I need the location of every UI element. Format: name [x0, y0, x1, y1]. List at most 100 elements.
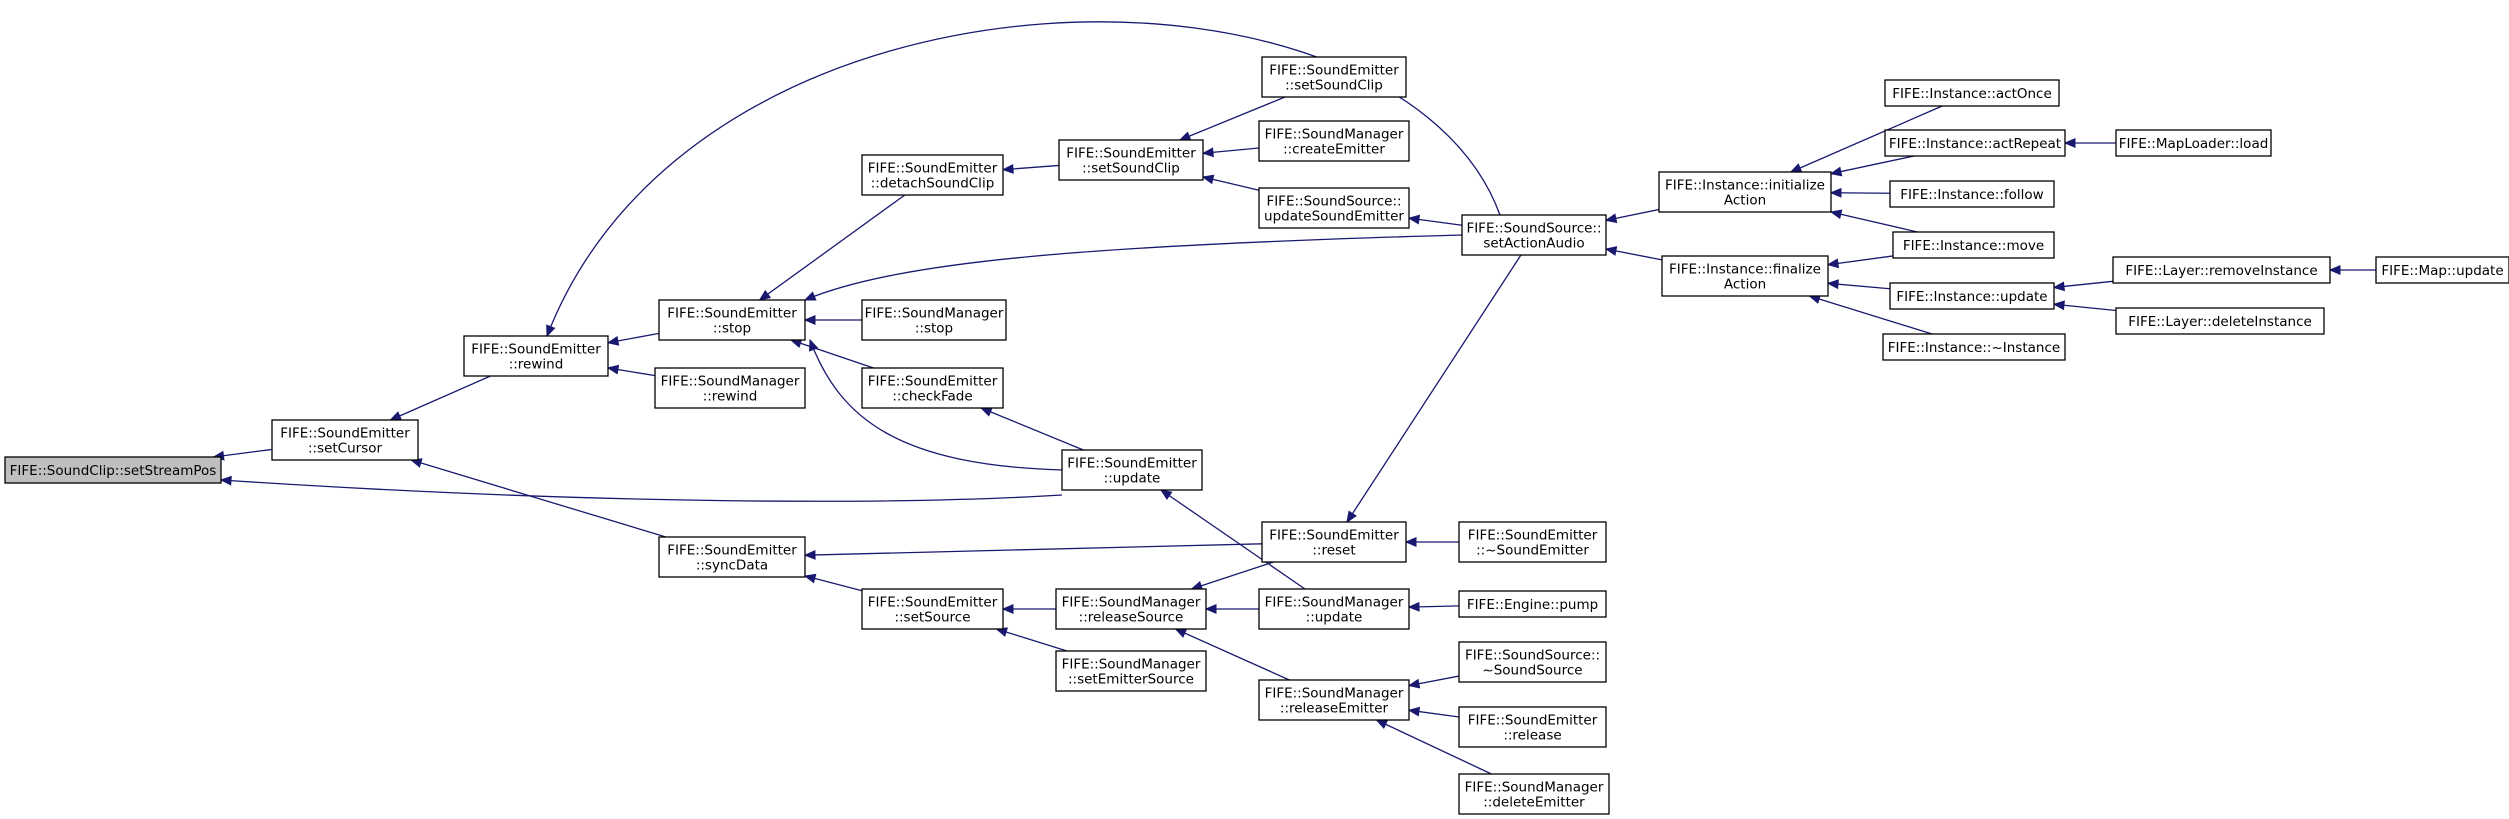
- arrowhead: [758, 289, 772, 301]
- node-box: [861, 154, 1004, 196]
- node-actRepeat[interactable]: FIFE::Instance::actRepeat: [1884, 129, 2066, 157]
- node-box: [1458, 773, 1610, 815]
- arrowhead: [1174, 628, 1188, 638]
- arrowhead: [1604, 213, 1618, 224]
- node-setEmitterSource[interactable]: FIFE::SoundManager::setEmitterSource: [1055, 650, 1207, 692]
- node-label: ~SoundSource: [1482, 663, 1582, 679]
- node-deleteInstance[interactable]: FIFE::Layer::deleteInstance: [2115, 307, 2325, 335]
- edge-seReset-to-syncData: [803, 543, 1263, 560]
- node-releaseSource[interactable]: FIFE::SoundManager::releaseSource: [1055, 588, 1207, 630]
- node-move[interactable]: FIFE::Instance::move: [1892, 231, 2055, 259]
- node-instUpdate[interactable]: FIFE::Instance::update: [1889, 282, 2055, 310]
- node-follow[interactable]: FIFE::Instance::follow: [1889, 180, 2055, 208]
- node-detachSoundClip[interactable]: FIFE::SoundEmitter::detachSoundClip: [861, 154, 1004, 196]
- arrowhead: [2052, 281, 2065, 292]
- node-deleteEmitter[interactable]: FIFE::SoundManager::deleteEmitter: [1458, 773, 1610, 815]
- node-removeInstance[interactable]: FIFE::Layer::removeInstance: [2112, 256, 2331, 284]
- node-box: [1892, 231, 2055, 259]
- edge-line: [804, 543, 1263, 556]
- edge-mapUpdate-to-removeInstance: [2328, 265, 2376, 275]
- node-syncData[interactable]: FIFE::SoundEmitter::syncData: [658, 536, 806, 578]
- edge-line: [1160, 489, 1306, 590]
- arrowhead: [1789, 163, 1803, 173]
- node-box: [654, 367, 806, 409]
- node-seReset[interactable]: FIFE::SoundEmitter::reset: [1261, 521, 1407, 563]
- node-seDestructor[interactable]: FIFE::SoundEmitter::~SoundEmitter: [1458, 521, 1607, 563]
- arrowhead: [1407, 706, 1421, 717]
- arrowhead: [803, 573, 817, 584]
- edge-stop-to-rewind: [606, 332, 660, 346]
- arrowhead: [803, 549, 816, 560]
- node-seSetSoundClip2[interactable]: FIFE::SoundEmitter::setSoundClip: [1261, 56, 1407, 98]
- node-label: FIFE::Instance::move: [1903, 238, 2044, 254]
- node-releaseEmitter[interactable]: FIFE::SoundManager::releaseEmitter: [1258, 679, 1410, 721]
- node-mapLoaderLoad[interactable]: FIFE::MapLoader::load: [2115, 129, 2272, 157]
- node-createEmitter[interactable]: FIFE::SoundManager::createEmitter: [1258, 120, 1410, 162]
- node-checkFade[interactable]: FIFE::SoundEmitter::checkFade: [861, 367, 1004, 409]
- arrowhead: [1375, 719, 1389, 729]
- arrowhead: [1178, 131, 1192, 141]
- edge-line: [1830, 211, 1918, 233]
- edge-line: [1827, 255, 1894, 266]
- node-label: ::update: [1306, 610, 1363, 626]
- node-box: [861, 367, 1004, 409]
- node-label: FIFE::SoundEmitter: [1269, 528, 1399, 544]
- node-box: [1889, 282, 2055, 310]
- edges-layer: [212, 21, 2376, 775]
- node-ssDestructor[interactable]: FIFE::SoundSource::~SoundSource: [1458, 641, 1607, 683]
- node-enginePump[interactable]: FIFE::Engine::pump: [1458, 590, 1607, 618]
- node-root[interactable]: FIFE::SoundClip::setStreamPos: [4, 456, 222, 484]
- edge-finalizeAction-to-setActionAudio: [1604, 246, 1663, 261]
- edge-setActionAudio-to-seReset: [1346, 254, 1522, 524]
- node-label: FIFE::SoundEmitter: [667, 543, 797, 559]
- node-box: [271, 419, 419, 461]
- edge-setCursor-to-root: [212, 448, 273, 461]
- edge-move-to-initializeAction: [1829, 209, 1918, 233]
- node-seRelease[interactable]: FIFE::SoundEmitter::release: [1458, 706, 1607, 748]
- node-label: Action: [1724, 277, 1766, 293]
- node-label: updateSoundEmitter: [1264, 209, 1404, 225]
- node-smStop[interactable]: FIFE::SoundManager::stop: [861, 299, 1007, 341]
- arrowhead: [1407, 678, 1421, 689]
- edge-smRewind-to-rewind: [606, 364, 656, 377]
- node-smRewind[interactable]: FIFE::SoundManager::rewind: [654, 367, 806, 409]
- edge-releaseSource-to-seSetSource: [1001, 604, 1056, 614]
- node-label: ::setSoundClip: [1082, 161, 1180, 177]
- node-seSetSource[interactable]: FIFE::SoundEmitter::setSource: [861, 588, 1004, 630]
- node-label: FIFE::SoundEmitter: [868, 161, 998, 177]
- node-seSetSoundClip[interactable]: FIFE::SoundEmitter::setSoundClip: [1058, 139, 1204, 181]
- node-label: ::setSoundClip: [1285, 78, 1383, 94]
- node-stop[interactable]: FIFE::SoundEmitter::stop: [658, 299, 806, 341]
- node-instDestructor[interactable]: FIFE::Instance::~Instance: [1882, 333, 2066, 361]
- node-mapUpdate[interactable]: FIFE::Map::update: [2375, 256, 2509, 284]
- edge-line: [759, 194, 906, 301]
- edge-seReset-to-releaseSource: [1190, 561, 1274, 591]
- node-label: ::setEmitterSource: [1068, 672, 1194, 688]
- node-updateSoundEmitter[interactable]: FIFE::SoundSource::updateSoundEmitter: [1258, 187, 1410, 229]
- node-label: ::detachSoundClip: [871, 176, 995, 192]
- node-label: FIFE::SoundManager: [1265, 595, 1404, 611]
- node-box: [1658, 171, 1832, 213]
- node-setCursor[interactable]: FIFE::SoundEmitter::setCursor: [271, 419, 419, 461]
- node-label: FIFE::SoundManager: [1265, 127, 1404, 143]
- node-smUpdate[interactable]: FIFE::SoundManager::update: [1258, 588, 1410, 630]
- edge-setEmitterSource-to-seSetSource: [995, 627, 1068, 652]
- node-setActionAudio[interactable]: FIFE::SoundSource::setActionAudio: [1461, 214, 1607, 256]
- node-label: FIFE::SoundManager: [1062, 657, 1201, 673]
- node-rewind[interactable]: FIFE::SoundEmitter::rewind: [463, 335, 609, 377]
- node-label: FIFE::SoundEmitter: [280, 426, 410, 442]
- edge-path: [220, 479, 1063, 502]
- edge-setActionAudio-to-rewind: [546, 21, 1501, 338]
- node-box: [2115, 307, 2325, 335]
- node-label: ::reset: [1312, 543, 1355, 559]
- edge-seSetSoundClip-to-detachSoundClip: [1001, 163, 1060, 174]
- node-actOnce[interactable]: FIFE::Instance::actOnce: [1884, 79, 2060, 107]
- node-box: [1884, 79, 2060, 107]
- node-box: [2115, 129, 2272, 157]
- node-seUpdate[interactable]: FIFE::SoundEmitter::update: [1061, 449, 1203, 491]
- edge-line: [390, 375, 491, 421]
- arrowhead: [2328, 265, 2341, 275]
- node-label: FIFE::Instance::follow: [1900, 187, 2043, 203]
